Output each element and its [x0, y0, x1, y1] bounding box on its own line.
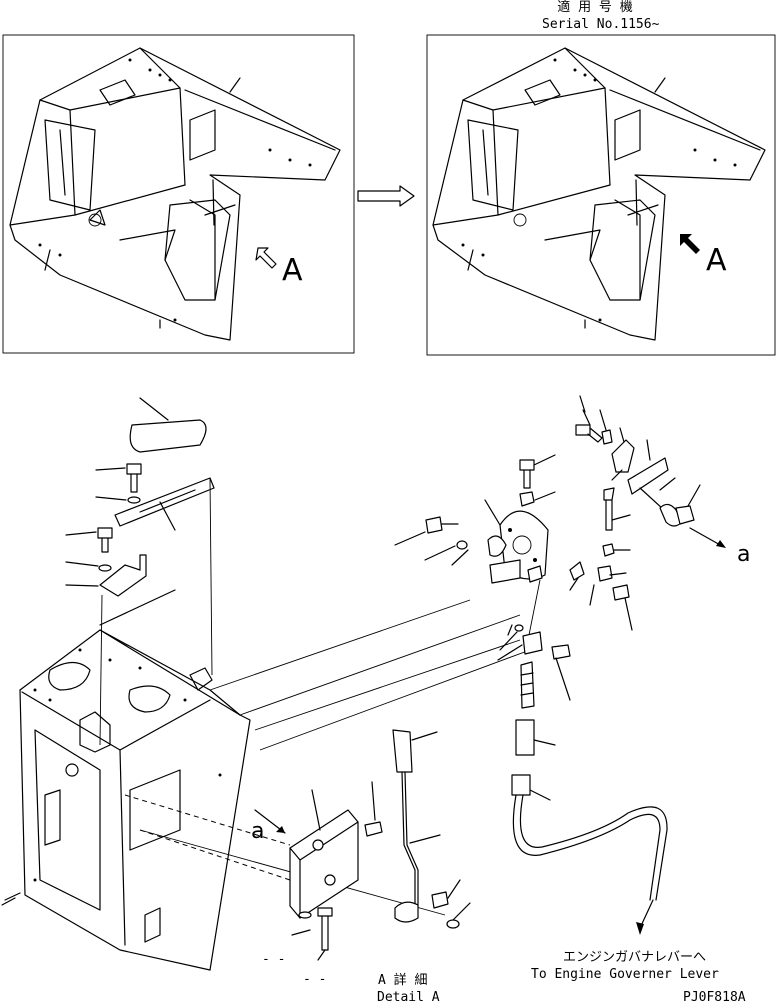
view-letter-left: A: [282, 253, 303, 288]
detail-a-assembly: [4, 397, 531, 971]
before-after-arrow: [357, 185, 415, 207]
detail-a-label-jp: A 詳 細: [378, 973, 428, 988]
inset-left-before: [2, 34, 355, 354]
dash-marks-1: - -: [262, 952, 286, 967]
drawing-code: PJ0F818A: [683, 990, 746, 1005]
governor-lever-label-en: To Engine Governer Lever: [531, 967, 719, 982]
governor-lever-label-jp: エンジンガバナレバーへ: [563, 950, 707, 965]
serial-number-label: Serial No.1156~: [542, 17, 660, 32]
applicable-machines-label: 適 用 号 機: [557, 0, 633, 15]
view-letter-right: A: [706, 243, 727, 278]
ref-a-left-label: a: [251, 819, 265, 844]
detail-a-label-en: Detail A: [377, 990, 440, 1005]
inset-right-after: [426, 34, 776, 356]
ref-a-right-label: a: [737, 542, 751, 567]
dash-marks-2: - -: [303, 972, 327, 987]
throttle-assembly: [394, 395, 726, 935]
